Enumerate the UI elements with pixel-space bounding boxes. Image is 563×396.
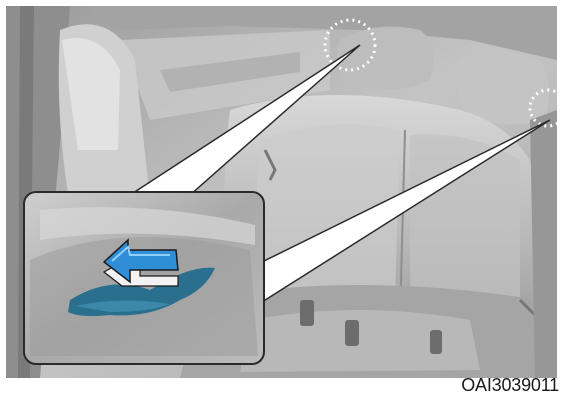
- headrest-left: [337, 27, 434, 89]
- belt-buckle: [345, 320, 359, 346]
- figure-code: OAI3039011: [461, 375, 559, 395]
- belt-buckle: [430, 330, 442, 354]
- belt-buckle: [300, 300, 314, 326]
- detail-inset: [24, 192, 264, 364]
